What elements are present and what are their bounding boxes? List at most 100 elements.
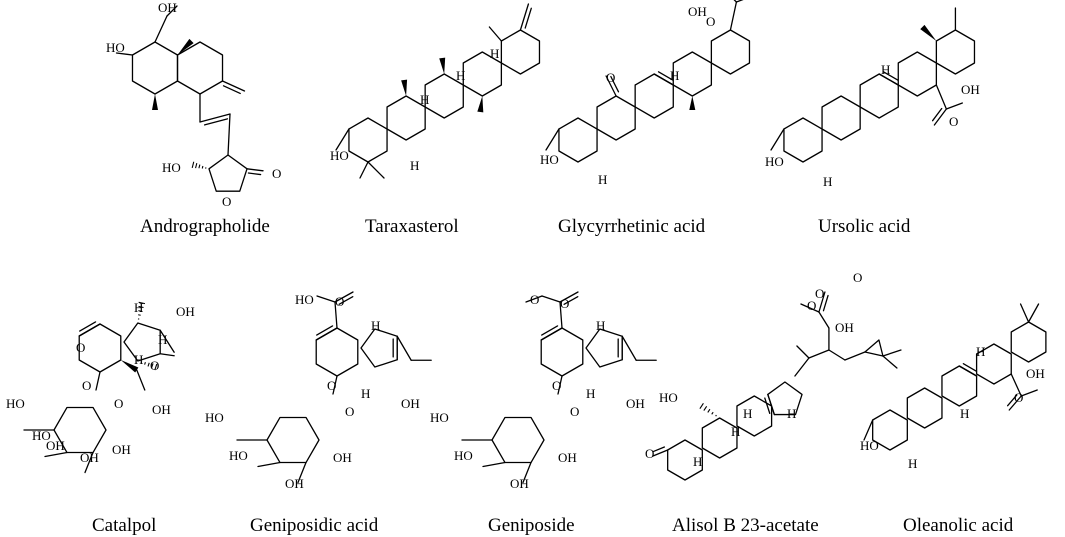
atom-label: HO	[430, 410, 449, 425]
atom-label: HO	[106, 40, 125, 55]
atom-label: O	[82, 378, 91, 393]
ring-0	[349, 118, 387, 162]
atom-label: OH	[401, 396, 420, 411]
compound-name: Geniposide	[488, 515, 575, 537]
atom-label: OH	[333, 450, 352, 465]
ring-0	[784, 118, 822, 162]
carbonyl-bond	[248, 173, 260, 175]
dihydropyran-ring	[79, 324, 121, 372]
bond	[1021, 304, 1029, 322]
atom-label: HO	[6, 396, 25, 411]
bond	[228, 114, 230, 155]
bond	[795, 358, 809, 376]
exocyclic-methylene	[224, 86, 241, 94]
bond	[258, 463, 280, 467]
ring-alkene	[765, 398, 770, 413]
atom-label: H	[456, 68, 465, 83]
ring-alkene	[317, 326, 333, 335]
hash-bond	[192, 162, 206, 169]
atom-label: OH	[688, 4, 707, 19]
atom-label: O	[706, 14, 715, 29]
bond	[45, 453, 67, 457]
bond	[829, 350, 845, 360]
compound-name: Ursolic acid	[818, 216, 910, 238]
atom-label: H	[823, 174, 832, 189]
wedge-bond	[920, 25, 936, 41]
wedge-bond	[439, 58, 445, 74]
atom-label: H	[134, 300, 143, 315]
carbonyl-bond	[724, 0, 736, 2]
bond	[622, 336, 636, 360]
atom-label: H	[670, 68, 679, 83]
alkene-bond	[200, 114, 230, 122]
carbonyl-bond	[247, 169, 263, 171]
atom-label: HO	[860, 438, 879, 453]
atom-label: HO	[540, 152, 559, 167]
atom-label: O	[853, 270, 862, 285]
lactone-ring	[209, 155, 247, 191]
bond	[797, 346, 809, 358]
bond	[809, 350, 829, 358]
compound-name: Glycyrrhetinic acid	[558, 216, 705, 238]
dihydropyran-ring	[316, 328, 358, 376]
atom-label: H	[908, 456, 917, 471]
bond	[96, 372, 100, 390]
atom-label: H	[693, 454, 702, 469]
ring-alkene	[80, 322, 96, 331]
bond	[317, 296, 335, 302]
atom-label: O	[570, 404, 579, 419]
atom-label: H	[134, 352, 143, 367]
atom-label: O	[949, 114, 958, 129]
atom-label: OH	[112, 442, 131, 457]
atom-label: H	[410, 158, 419, 173]
atom-label: OH	[285, 476, 304, 491]
atom-label: HO	[295, 292, 314, 307]
atom-label: O	[645, 446, 654, 461]
bond	[483, 463, 505, 467]
atom-label: HO	[229, 448, 248, 463]
ring-3	[898, 52, 936, 96]
ring-2	[860, 74, 898, 118]
atom-label: O	[530, 292, 539, 307]
atom-label: OH	[176, 304, 195, 319]
bond	[137, 370, 145, 390]
atom-label: OH	[835, 320, 854, 335]
atom-label: H	[881, 62, 890, 77]
atom-label: OH	[558, 450, 577, 465]
compound-name: Oleanolic acid	[903, 515, 1013, 537]
wedge-bond	[689, 96, 695, 110]
atom-label: O	[552, 378, 561, 393]
ring-2	[942, 366, 977, 406]
ring-1	[822, 96, 860, 140]
bond	[489, 27, 501, 41]
compound-name: Taraxasterol	[365, 216, 459, 238]
carbonyl-bond	[933, 109, 942, 121]
bond	[736, 0, 752, 2]
atom-label: HO	[162, 160, 181, 175]
exocyclic-methylene	[520, 4, 528, 30]
exocyclic-methylene	[223, 81, 245, 91]
ring-2	[635, 74, 673, 118]
cyclopentene-ring	[586, 329, 622, 367]
bond	[1029, 304, 1039, 322]
ring-4	[501, 30, 539, 74]
atom-label: H	[596, 318, 605, 333]
atom-label: HO	[330, 148, 349, 163]
atom-label: OH	[80, 450, 99, 465]
atom-label: O	[560, 296, 569, 311]
atom-label: OH	[626, 396, 645, 411]
atom-label: H	[787, 406, 796, 421]
wedge-bond	[477, 96, 483, 112]
dihydropyran-ring	[541, 328, 583, 376]
atom-label: H	[731, 424, 740, 439]
glucose-ring	[267, 417, 319, 462]
